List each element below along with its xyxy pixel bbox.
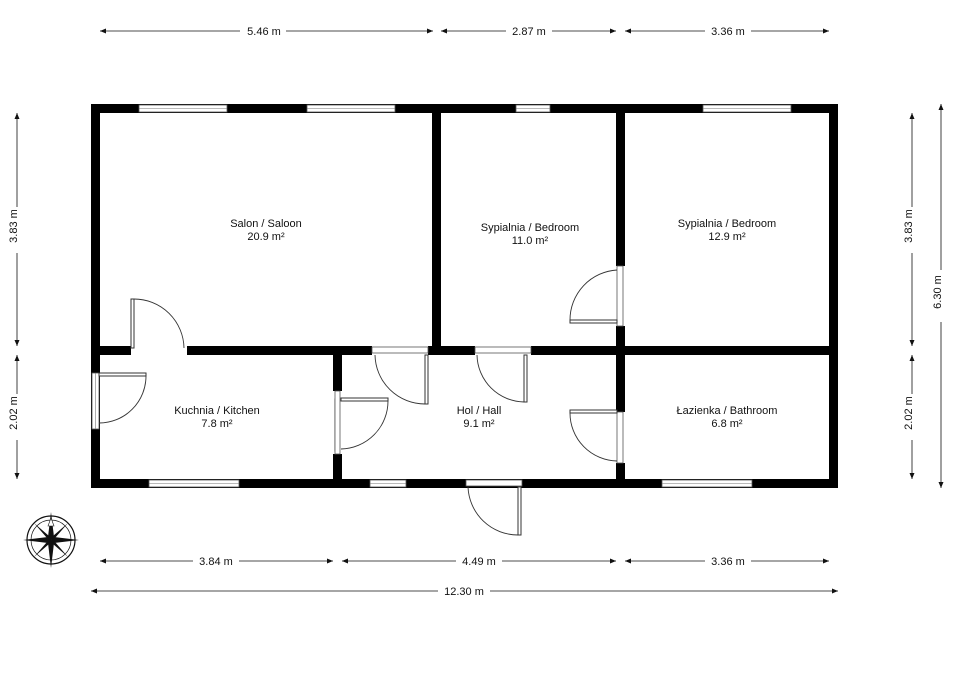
room-salon-area: 20.9 m² <box>247 231 285 243</box>
wall-bedrooms-upper <box>616 104 625 266</box>
room-bedroom1-name: Sypialnia / Bedroom <box>481 222 579 234</box>
wall-hall-bathroom-upper <box>616 346 625 412</box>
door-kitchen-hall <box>334 390 389 455</box>
wall-right <box>829 104 838 488</box>
room-kitchen-area: 7.8 m² <box>201 418 233 430</box>
wall-mid-4 <box>531 346 838 355</box>
dim-left-2: 2.02 m <box>8 396 20 430</box>
wall-mid-2 <box>187 346 372 355</box>
door-bedroom2 <box>569 265 624 327</box>
dim-bottom-1: 3.84 m <box>199 556 233 568</box>
windows <box>91 104 792 488</box>
room-labels: Salon / Saloon 20.9 m² Sypialnia / Bedro… <box>174 218 777 430</box>
wall-hall-bathroom-lower <box>616 463 625 488</box>
wall-mid-1 <box>91 346 131 355</box>
wall-kitchen-hall-upper <box>333 346 342 391</box>
dim-right-1: 3.83 m <box>903 209 915 243</box>
room-hall-name: Hol / Hall <box>457 405 502 417</box>
dim-right-2: 2.02 m <box>903 396 915 430</box>
door-hall-bedroom <box>474 346 532 403</box>
door-entrance <box>465 479 523 536</box>
dimension-lines: 5.46 m 2.87 m 3.36 m 3.84 m 4.49 m 3.36 … <box>8 24 948 598</box>
dim-top-1: 5.46 m <box>247 26 281 38</box>
room-bedroom2-area: 12.9 m² <box>708 231 746 243</box>
dim-bottom-2: 4.49 m <box>462 556 496 568</box>
compass-icon: N <box>23 512 79 568</box>
room-salon-name: Salon / Saloon <box>230 218 302 230</box>
wall-mid-3 <box>428 346 475 355</box>
dim-bottom-3: 3.36 m <box>711 556 745 568</box>
dim-left-1: 3.83 m <box>8 209 20 243</box>
compass-north-label: N <box>48 538 53 545</box>
room-hall-area: 9.1 m² <box>463 418 495 430</box>
door-salon <box>130 298 185 349</box>
room-bedroom2-name: Sypialnia / Bedroom <box>678 218 776 230</box>
room-bathroom-name: Łazienka / Bathroom <box>677 405 778 417</box>
wall-kitchen-hall-lower <box>333 454 342 488</box>
room-bedroom1-area: 11.0 m² <box>512 235 549 247</box>
wall-bedrooms-lower <box>616 326 625 356</box>
wall-salon-bedroom <box>432 104 441 355</box>
wall-left <box>91 104 100 488</box>
wall-bottom <box>91 479 838 488</box>
walls <box>91 104 838 488</box>
doors <box>98 265 624 536</box>
dim-total-height: 6.30 m <box>932 275 944 309</box>
dim-top-2: 2.87 m <box>512 26 546 38</box>
door-bathroom <box>569 409 624 464</box>
door-kitchen <box>98 372 147 424</box>
room-bathroom-area: 6.8 m² <box>711 418 743 430</box>
room-kitchen-name: Kuchnia / Kitchen <box>174 405 260 417</box>
dim-top-3: 3.36 m <box>711 26 745 38</box>
dim-total-width: 12.30 m <box>444 586 484 598</box>
wall-top <box>91 104 838 113</box>
door-hall-salon <box>371 346 429 405</box>
